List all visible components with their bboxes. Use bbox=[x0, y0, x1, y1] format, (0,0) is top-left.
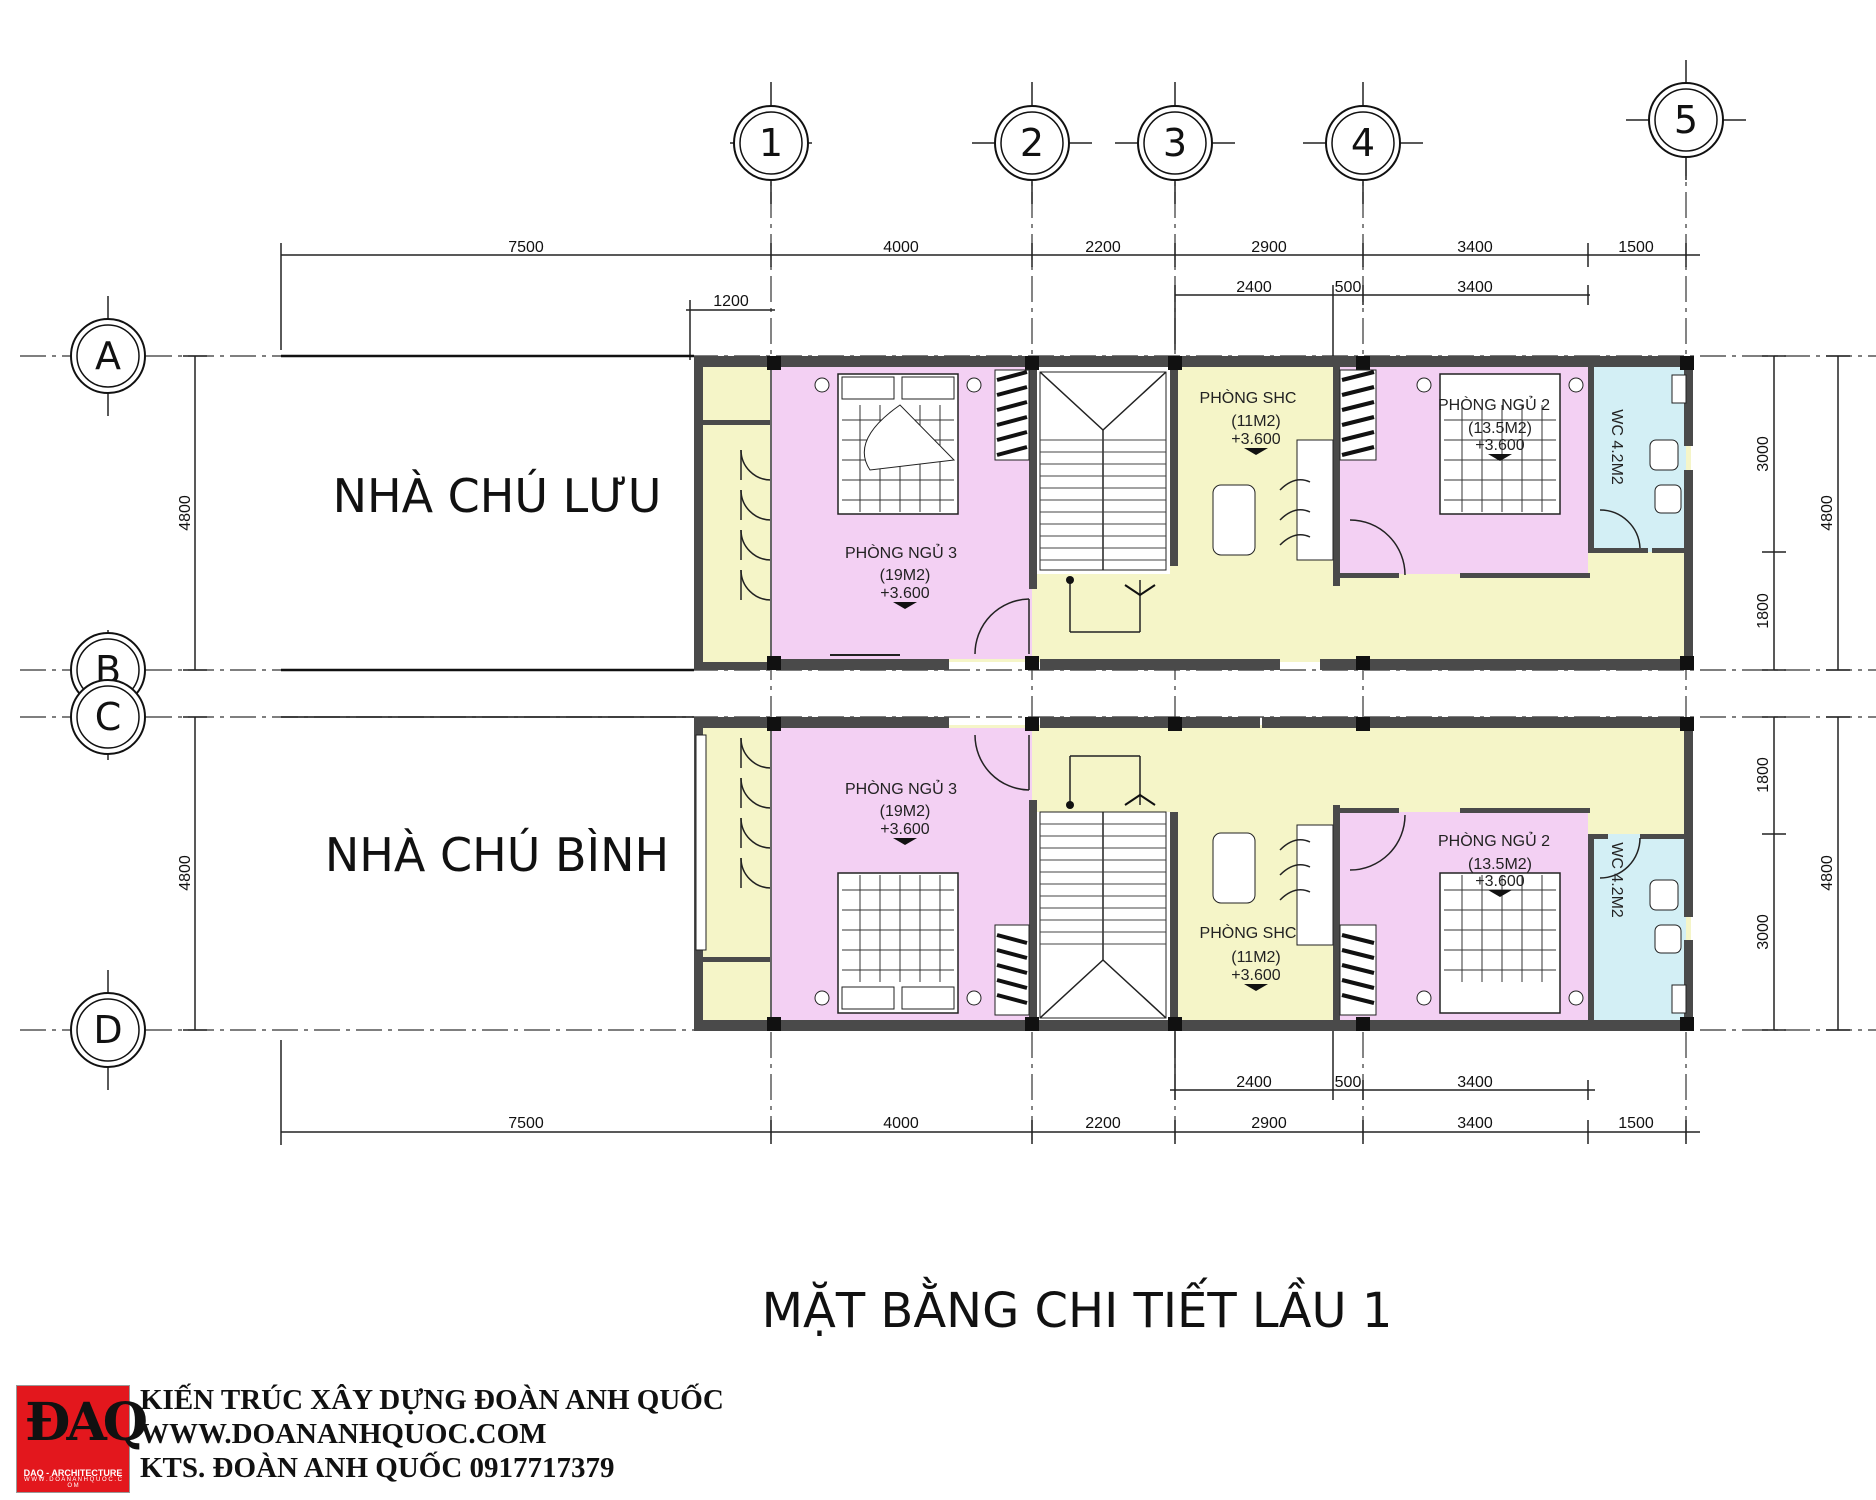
row-label-d: D bbox=[93, 1008, 122, 1052]
lower-bedroom2-area: (13.5M2) bbox=[1468, 856, 1532, 873]
upper-shc-level: +3.600 bbox=[1231, 431, 1280, 448]
row-label-c: C bbox=[95, 695, 122, 739]
upper-wc-label: WC 4.2M2 bbox=[1608, 409, 1625, 485]
column-label-1: 1 bbox=[759, 121, 783, 165]
dimension-right: 3000 1800 4800 1800 3000 4800 bbox=[1755, 355, 1850, 1031]
drawing-title: MẶT BẰNG CHI TIẾT LẦU 1 bbox=[762, 1276, 1393, 1339]
upper-bedroom3-area: (19M2) bbox=[880, 567, 931, 584]
dim-top-3: 2200 bbox=[1085, 239, 1121, 256]
lower-bedroom2-name: PHÒNG NGỦ 2 bbox=[1438, 831, 1550, 850]
dim-bottom-3: 2200 bbox=[1085, 1115, 1121, 1132]
footer: ĐAQ DAQ - ARCHITECTURE W W W . D O A N A… bbox=[16, 1383, 816, 1493]
column-bubble-1: 1 bbox=[730, 82, 812, 204]
dim-bottom-sub-1: 2400 bbox=[1236, 1074, 1272, 1091]
dim-top-2: 4000 bbox=[883, 239, 919, 256]
dim-right-upper-1: 3000 bbox=[1755, 436, 1772, 472]
dim-top-sub-1: 1200 bbox=[713, 293, 749, 310]
dim-top-6: 1500 bbox=[1618, 239, 1654, 256]
column-bubble-5: 5 bbox=[1626, 60, 1746, 180]
lower-bedroom3-name: PHÒNG NGỦ 3 bbox=[845, 779, 957, 798]
neighbor-house-lower: NHÀ CHÚ BÌNH bbox=[281, 716, 694, 882]
upper-shc-name: PHÒNG SHC bbox=[1200, 388, 1297, 407]
upper-house: PHÒNG NGỦ 3 (19M2) +3.600 PHÒNG SHC (11M… bbox=[694, 356, 1694, 670]
dim-bottom-sub-2: 500 bbox=[1335, 1074, 1362, 1091]
lower-shc-name: PHÒNG SHC bbox=[1200, 923, 1297, 942]
company-website: WWW.DOANANHQUOC.COM bbox=[140, 1418, 547, 1450]
lower-bedroom2-level: +3.600 bbox=[1475, 873, 1524, 890]
dim-top-5: 3400 bbox=[1457, 239, 1493, 256]
column-label-3: 3 bbox=[1163, 121, 1187, 165]
upper-bedroom3-name: PHÒNG NGỦ 3 bbox=[845, 543, 957, 562]
column-label-4: 4 bbox=[1351, 121, 1375, 165]
neighbor-house-upper: NHÀ CHÚ LƯU bbox=[281, 354, 694, 672]
company-name: KIẾN TRÚC XÂY DỰNG ĐOÀN ANH QUỐC bbox=[140, 1384, 724, 1416]
upper-bedroom2-area: (13.5M2) bbox=[1468, 420, 1532, 437]
column-bubble-3: 3 bbox=[1115, 82, 1235, 204]
dim-top-1: 7500 bbox=[508, 239, 544, 256]
dim-top-sub-4: 3400 bbox=[1457, 279, 1493, 296]
dim-bottom-2: 4000 bbox=[883, 1115, 919, 1132]
dimension-left: 4800 4800 bbox=[177, 355, 207, 1031]
column-bubble-2: 2 bbox=[972, 82, 1092, 204]
logo-mark: ĐAQ bbox=[25, 1392, 148, 1453]
lower-bedroom3-level: +3.600 bbox=[880, 821, 929, 838]
company-logo: ĐAQ DAQ - ARCHITECTURE W W W . D O A N A… bbox=[16, 1385, 148, 1493]
dim-top-4: 2900 bbox=[1251, 239, 1287, 256]
column-bubble-4: 4 bbox=[1303, 82, 1423, 204]
upper-bedroom2-level: +3.600 bbox=[1475, 437, 1524, 454]
dim-right-upper-2: 1800 bbox=[1755, 593, 1772, 629]
row-bubble-a: A bbox=[70, 296, 146, 416]
dimension-chain-top: 7500 4000 2200 2900 3400 1500 bbox=[280, 239, 1700, 350]
column-label-5: 5 bbox=[1674, 98, 1698, 142]
lower-wc-label: WC 4.2M2 bbox=[1608, 842, 1625, 918]
dim-bottom-5: 3400 bbox=[1457, 1115, 1493, 1132]
footer-text: KIẾN TRÚC XÂY DỰNG ĐOÀN ANH QUỐC WWW.DOA… bbox=[140, 1383, 724, 1485]
lower-shc-level: +3.600 bbox=[1231, 967, 1280, 984]
dim-right-lower-2: 3000 bbox=[1755, 914, 1772, 950]
upper-shc-area: (11M2) bbox=[1231, 413, 1281, 430]
dim-bottom-sub-3: 3400 bbox=[1457, 1074, 1493, 1091]
dimension-chain-top-sub: 2400 500 3400 1200 bbox=[686, 279, 1590, 400]
dim-bottom-6: 1500 bbox=[1618, 1115, 1654, 1132]
dim-left-2: 4800 bbox=[177, 855, 194, 891]
logo-url: W W W . D O A N A N H Q U O C . C O M bbox=[23, 1477, 122, 1489]
dim-left-1: 4800 bbox=[177, 495, 194, 531]
dimension-chain-bottom-sub: 2400 500 3400 bbox=[1170, 1030, 1595, 1100]
dim-bottom-1: 7500 bbox=[508, 1115, 544, 1132]
row-label-a: A bbox=[95, 334, 121, 378]
dim-bottom-4: 2900 bbox=[1251, 1115, 1287, 1132]
column-label-2: 2 bbox=[1020, 121, 1044, 165]
row-bubble-d: D bbox=[70, 970, 146, 1090]
lower-shc-area: (11M2) bbox=[1231, 949, 1281, 966]
row-bubble-c: C bbox=[70, 679, 146, 760]
architect-contact: KTS. ĐOÀN ANH QUỐC 0917717379 bbox=[140, 1452, 615, 1484]
dimension-chain-bottom: 7500 4000 2200 2900 3400 1500 bbox=[280, 1040, 1700, 1145]
upper-bedroom3-level: +3.600 bbox=[880, 585, 929, 602]
house-label-lower: NHÀ CHÚ BÌNH bbox=[325, 828, 669, 882]
dim-top-sub-3: 500 bbox=[1335, 279, 1362, 296]
house-label-upper: NHÀ CHÚ LƯU bbox=[333, 469, 662, 523]
dim-right-outer-2: 4800 bbox=[1819, 855, 1836, 891]
upper-bedroom2-name: PHÒNG NGỦ 2 bbox=[1438, 395, 1550, 414]
lower-house: PHÒNG NGỦ 3 (19M2) +3.600 PHÒNG SHC (11M… bbox=[694, 717, 1694, 1031]
logo-subtitle: DAQ - ARCHITECTURE bbox=[23, 1468, 123, 1478]
dim-top-sub-2: 2400 bbox=[1236, 279, 1272, 296]
dim-right-outer-1: 4800 bbox=[1819, 495, 1836, 531]
lower-bedroom3-area: (19M2) bbox=[880, 803, 931, 820]
dim-right-lower-1: 1800 bbox=[1755, 757, 1772, 793]
